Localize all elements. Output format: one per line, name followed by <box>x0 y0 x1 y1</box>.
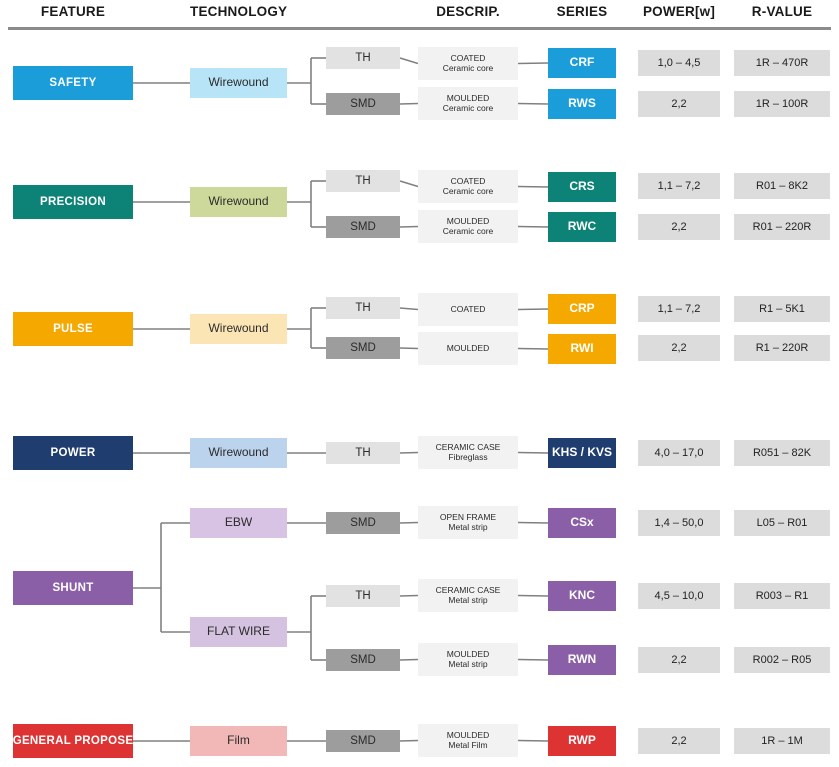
power-value-4-0-0[interactable]: 1,4 – 50,0 <box>638 510 720 536</box>
feature-block-power[interactable]: POWER <box>13 436 133 470</box>
series-block-crp[interactable]: CRP <box>548 294 616 324</box>
power-value-2-0-0[interactable]: 1,1 – 7,2 <box>638 296 720 322</box>
series-block-rws[interactable]: RWS <box>548 89 616 119</box>
mount-block-smd-4-1-1[interactable]: SMD <box>326 649 400 671</box>
feature-block-general-propose[interactable]: GENERAL PROPOSE <box>13 724 133 758</box>
column-header-power-w: POWER[w] <box>642 4 716 19</box>
descrip-subtitle: Metal strip <box>448 594 488 605</box>
header-divider-rule <box>8 27 831 30</box>
feature-block-pulse[interactable]: PULSE <box>13 312 133 346</box>
descrip-subtitle: Ceramic core <box>442 185 494 196</box>
series-block-knc[interactable]: KNC <box>548 581 616 611</box>
technology-block-wirewound-2[interactable]: Wirewound <box>190 314 287 344</box>
feature-block-safety[interactable]: SAFETY <box>13 66 133 100</box>
mount-block-smd-0-0-1[interactable]: SMD <box>326 93 400 115</box>
column-header-technology: TECHNOLOGY <box>190 4 288 19</box>
feature-block-precision[interactable]: PRECISION <box>13 185 133 219</box>
descrip-subtitle: Fibreglass <box>448 451 488 462</box>
descrip-subtitle: Ceramic core <box>442 62 494 73</box>
column-header-descrip: DESCRIP. <box>436 4 500 19</box>
series-block-khs-kvs[interactable]: KHS / KVS <box>548 438 616 468</box>
descrip-title: OPEN FRAME <box>439 511 497 522</box>
feature-block-shunt[interactable]: SHUNT <box>13 571 133 605</box>
column-header-row: FEATURE TECHNOLOGY DESCRIP. SERIES POWER[w] R… <box>0 0 839 34</box>
descrip-title: MOULDED <box>446 648 490 659</box>
series-block-crs[interactable]: CRS <box>548 172 616 202</box>
descrip-subtitle: Metal Film <box>448 739 488 750</box>
power-value-1-0-0[interactable]: 1,1 – 7,2 <box>638 173 720 199</box>
power-value-2-0-1[interactable]: 2,2 <box>638 335 720 361</box>
power-value-5-0-0[interactable]: 2,2 <box>638 728 720 754</box>
descrip-subtitle: Ceramic core <box>442 225 494 236</box>
r-value-1-0-0[interactable]: R01 – 8K2 <box>734 173 830 199</box>
r-value-2-0-1[interactable]: R1 – 220R <box>734 335 830 361</box>
technology-block-ebw-4[interactable]: EBW <box>190 508 287 538</box>
r-value-0-0-0[interactable]: 1R – 470R <box>734 50 830 76</box>
column-header-series: SERIES <box>556 4 608 19</box>
power-value-1-0-1[interactable]: 2,2 <box>638 214 720 240</box>
mount-block-smd-1-0-1[interactable]: SMD <box>326 216 400 238</box>
column-header-r-value: R-VALUE <box>751 4 813 19</box>
power-value-3-0-0[interactable]: 4,0 – 17,0 <box>638 440 720 466</box>
series-block-rwn[interactable]: RWN <box>548 645 616 675</box>
technology-block-flat-wire-4[interactable]: FLAT WIRE <box>190 617 287 647</box>
power-value-0-0-1[interactable]: 2,2 <box>638 91 720 117</box>
series-block-rwi[interactable]: RWI <box>548 334 616 364</box>
power-value-0-0-0[interactable]: 1,0 – 4,5 <box>638 50 720 76</box>
mount-block-smd-5-0-0[interactable]: SMD <box>326 730 400 752</box>
mount-block-th-0-0-0[interactable]: TH <box>326 47 400 69</box>
technology-block-film-5[interactable]: Film <box>190 726 287 756</box>
series-block-rwc[interactable]: RWC <box>548 212 616 242</box>
descrip-block-2-0-1[interactable]: MOULDED <box>418 332 518 365</box>
series-block-crf[interactable]: CRF <box>548 48 616 78</box>
r-value-4-0-0[interactable]: L05 – R01 <box>734 510 830 536</box>
mount-block-th-2-0-0[interactable]: TH <box>326 297 400 319</box>
power-value-4-1-1[interactable]: 2,2 <box>638 647 720 673</box>
mount-block-smd-2-0-1[interactable]: SMD <box>326 337 400 359</box>
r-value-2-0-0[interactable]: R1 – 5K1 <box>734 296 830 322</box>
r-value-4-1-1[interactable]: R002 – R05 <box>734 647 830 673</box>
descrip-title: COATED <box>450 175 486 186</box>
r-value-1-0-1[interactable]: R01 – 220R <box>734 214 830 240</box>
r-value-5-0-0[interactable]: 1R – 1M <box>734 728 830 754</box>
mount-block-smd-4-0-0[interactable]: SMD <box>326 512 400 534</box>
descrip-title: COATED <box>450 303 486 314</box>
technology-block-wirewound-1[interactable]: Wirewound <box>190 187 287 217</box>
technology-block-wirewound-0[interactable]: Wirewound <box>190 68 287 98</box>
mount-block-th-4-1-0[interactable]: TH <box>326 585 400 607</box>
r-value-0-0-1[interactable]: 1R – 100R <box>734 91 830 117</box>
descrip-title: CERAMIC CASE <box>435 584 501 595</box>
descrip-block-2-0-0[interactable]: COATED <box>418 293 518 326</box>
r-value-4-1-0[interactable]: R003 – R1 <box>734 583 830 609</box>
descrip-subtitle: Ceramic core <box>442 102 494 113</box>
mount-block-th-3-0-0[interactable]: TH <box>326 442 400 464</box>
column-header-feature: FEATURE <box>40 4 106 19</box>
descrip-subtitle: Metal strip <box>448 658 488 669</box>
descrip-title: CERAMIC CASE <box>435 441 501 452</box>
technology-block-wirewound-3[interactable]: Wirewound <box>190 438 287 468</box>
descrip-title: MOULDED <box>446 342 490 353</box>
power-value-4-1-0[interactable]: 4,5 – 10,0 <box>638 583 720 609</box>
series-block-rwp[interactable]: RWP <box>548 726 616 756</box>
r-value-3-0-0[interactable]: R051 – 82K <box>734 440 830 466</box>
series-block-csx[interactable]: CSx <box>548 508 616 538</box>
descrip-title: MOULDED <box>446 92 490 103</box>
descrip-title: MOULDED <box>446 215 490 226</box>
descrip-title: COATED <box>450 52 486 63</box>
mount-block-th-1-0-0[interactable]: TH <box>326 170 400 192</box>
descrip-title: MOULDED <box>446 729 490 740</box>
descrip-subtitle: Metal strip <box>448 521 488 532</box>
